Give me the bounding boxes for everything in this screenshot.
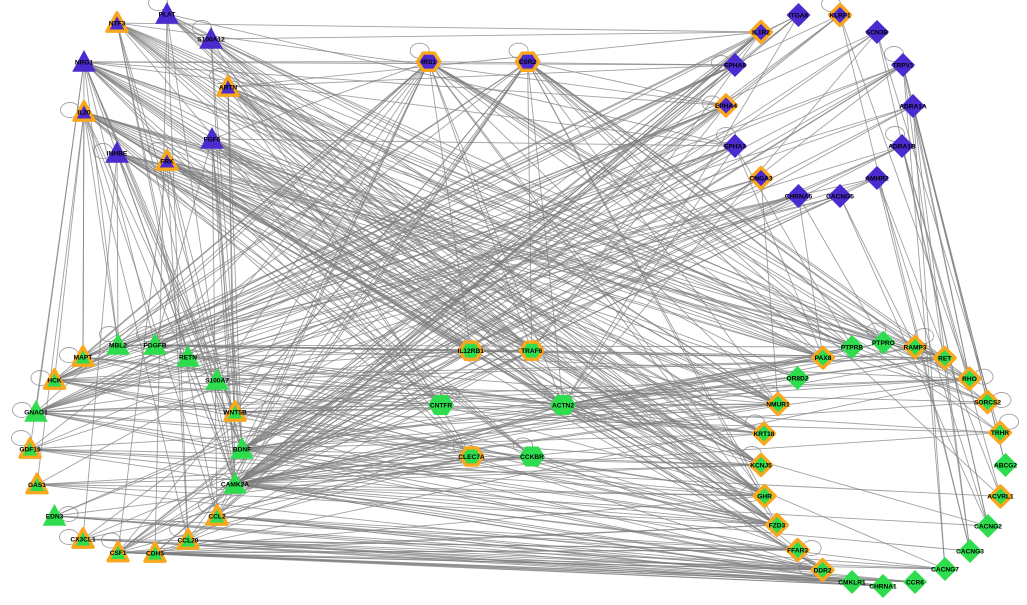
svg-text:GHR: GHR [757, 493, 772, 500]
svg-text:NMUR1: NMUR1 [766, 401, 790, 408]
svg-text:CACNG3: CACNG3 [956, 548, 984, 555]
svg-text:FGF6: FGF6 [204, 136, 221, 143]
svg-text:ARTN: ARTN [219, 84, 238, 91]
svg-text:EPHA3: EPHA3 [724, 143, 746, 150]
svg-text:ESR2: ESR2 [519, 59, 537, 66]
svg-text:SORCS2: SORCS2 [974, 399, 1001, 406]
svg-text:ACVRL1: ACVRL1 [987, 494, 1014, 501]
svg-text:EPHA4: EPHA4 [715, 103, 737, 110]
svg-text:FFAR3: FFAR3 [787, 547, 808, 554]
svg-text:FZD3: FZD3 [769, 522, 786, 529]
svg-text:FRK: FRK [160, 158, 174, 165]
svg-text:EPHA5: EPHA5 [724, 62, 746, 69]
svg-text:S100A7: S100A7 [205, 377, 229, 384]
svg-text:KRT18: KRT18 [754, 431, 775, 438]
svg-text:GDF15: GDF15 [19, 446, 41, 453]
svg-text:RETN: RETN [179, 354, 197, 361]
svg-text:PLAT: PLAT [159, 11, 176, 18]
svg-text:WNT5B: WNT5B [223, 409, 247, 416]
svg-text:GNAO1: GNAO1 [24, 409, 48, 416]
svg-text:PTPRB: PTPRB [841, 344, 864, 351]
svg-text:KCNJ5: KCNJ5 [750, 462, 772, 469]
svg-text:MAPT: MAPT [74, 354, 93, 361]
svg-text:CACNG7: CACNG7 [931, 566, 959, 573]
svg-text:TRPV1: TRPV1 [892, 62, 914, 69]
svg-text:SCN3B: SCN3B [866, 29, 889, 36]
svg-text:TRHR: TRHR [991, 430, 1010, 437]
svg-text:IL12RB1: IL12RB1 [458, 348, 485, 355]
svg-text:ADRA1A: ADRA1A [899, 103, 927, 110]
svg-text:AMHR2: AMHR2 [865, 175, 889, 182]
svg-text:PDGFB: PDGFB [143, 342, 166, 349]
svg-text:NRG1: NRG1 [75, 59, 94, 66]
svg-text:ABCG2: ABCG2 [994, 462, 1017, 469]
svg-text:CCL20: CCL20 [178, 537, 199, 544]
svg-text:PTPRO: PTPRO [872, 340, 895, 347]
svg-text:CAMK2A: CAMK2A [221, 481, 249, 488]
svg-text:CACNG5: CACNG5 [826, 193, 854, 200]
svg-text:CDH5: CDH5 [146, 550, 164, 557]
svg-text:CHRNA1: CHRNA1 [869, 583, 897, 590]
svg-text:PAX8: PAX8 [815, 355, 832, 362]
svg-text:CACNG2: CACNG2 [974, 523, 1002, 530]
svg-text:CX3CL1: CX3CL1 [70, 536, 96, 543]
svg-text:ACTN2: ACTN2 [552, 402, 574, 409]
svg-text:OR8D2: OR8D2 [787, 375, 809, 382]
svg-text:RAMP3: RAMP3 [903, 344, 926, 351]
svg-text:NTF3: NTF3 [109, 20, 126, 27]
svg-text:ADRA1B: ADRA1B [888, 143, 916, 150]
svg-text:HCK: HCK [47, 377, 62, 384]
svg-text:IL20: IL20 [77, 109, 91, 116]
svg-text:CNTFR: CNTFR [430, 402, 453, 409]
svg-text:CMKLR1: CMKLR1 [838, 579, 866, 586]
svg-text:DDR2: DDR2 [814, 567, 832, 574]
svg-text:TRAF6: TRAF6 [521, 348, 543, 355]
svg-text:CHRNA5: CHRNA5 [785, 193, 813, 200]
svg-text:CCL2: CCL2 [208, 513, 226, 520]
svg-text:CNGA3: CNGA3 [749, 175, 772, 182]
svg-text:RET: RET [938, 355, 951, 362]
svg-text:BDNF: BDNF [233, 446, 251, 453]
svg-text:MBL2: MBL2 [109, 342, 127, 349]
svg-text:CLEC7A: CLEC7A [458, 454, 485, 461]
svg-text:S100A12: S100A12 [197, 36, 225, 43]
svg-text:KLRF1: KLRF1 [829, 12, 851, 19]
svg-text:ITGA8: ITGA8 [789, 12, 809, 19]
svg-text:IL1R2: IL1R2 [752, 29, 770, 36]
svg-text:EDN3: EDN3 [46, 513, 64, 520]
svg-text:GAS1: GAS1 [28, 482, 46, 489]
svg-text:CCR6: CCR6 [906, 579, 924, 586]
svg-text:CSF1: CSF1 [110, 550, 127, 557]
svg-text:INHBE: INHBE [107, 150, 128, 157]
svg-text:RHO: RHO [962, 376, 977, 383]
svg-text:IRS1: IRS1 [421, 59, 436, 66]
svg-text:CCKBR: CCKBR [520, 454, 544, 461]
